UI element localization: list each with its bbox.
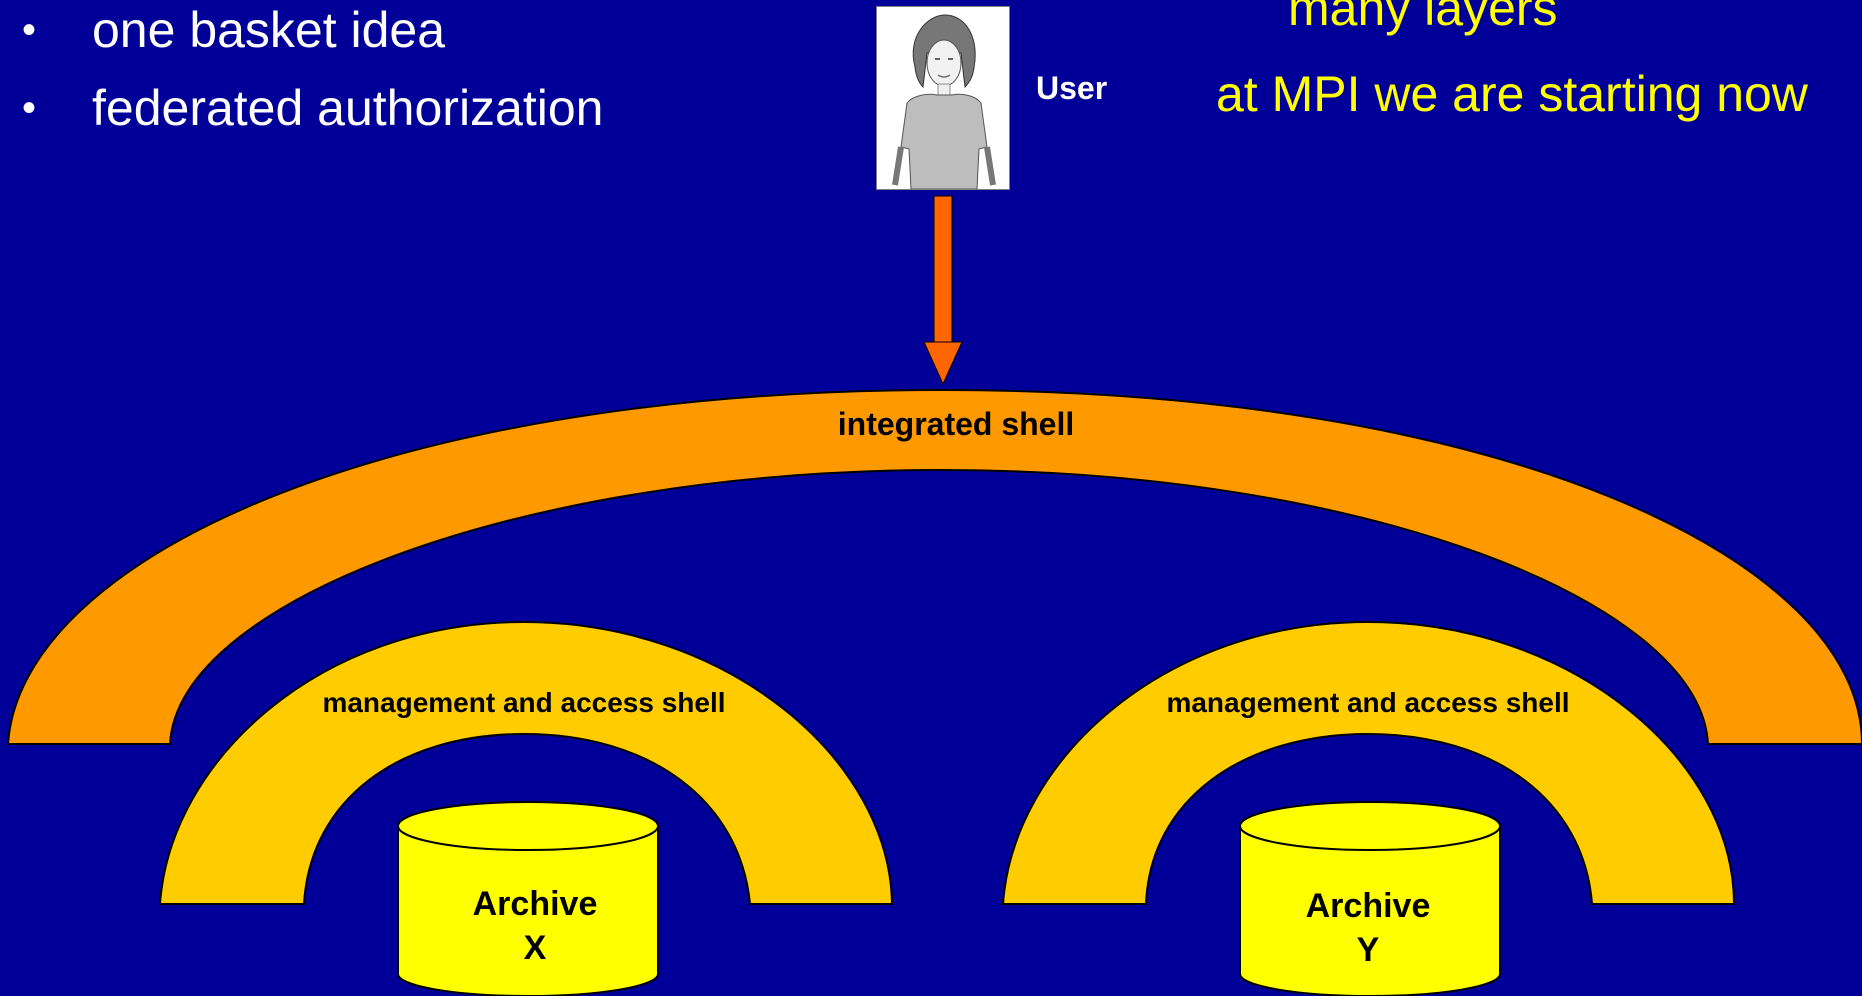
archive-y-cylinder (1239, 801, 1501, 996)
user-label: User (1036, 70, 1108, 106)
user-to-shell-arrow (923, 195, 963, 386)
integrated-shell-label: integrated shell (837, 406, 1075, 442)
bullet-dot-icon: • (22, 86, 37, 130)
management-shell-y-arch (1001, 620, 1736, 905)
archive-y-title: Archive (1305, 887, 1431, 925)
bullet-dot-icon: • (22, 8, 37, 52)
management-shell-y-label: management and access shell (1166, 687, 1570, 718)
management-shell-x-arch (158, 620, 894, 905)
bullet-text: federated authorization (92, 80, 604, 136)
bullet-list: • one basket idea • federated authorizat… (22, 0, 603, 156)
archive-x-letter: X (523, 929, 547, 967)
bullet-item: • federated authorization (22, 78, 603, 156)
bullet-item: • one basket idea (22, 0, 603, 78)
archive-x-cylinder (397, 801, 659, 996)
bullet-text: one basket idea (92, 2, 446, 58)
management-shell-x-label: management and access shell (322, 687, 726, 718)
integrated-shell-arch (6, 388, 1862, 745)
archive-x-label: Archive X (435, 882, 635, 970)
user-portrait-icon (876, 6, 1010, 190)
note-many-layers: many layers (1288, 0, 1558, 36)
archive-y-letter: Y (1356, 931, 1380, 969)
archive-x-title: Archive (472, 885, 598, 923)
archive-y-label: Archive Y (1268, 884, 1468, 972)
note-mpi-starting: at MPI we are starting now (1216, 66, 1808, 122)
